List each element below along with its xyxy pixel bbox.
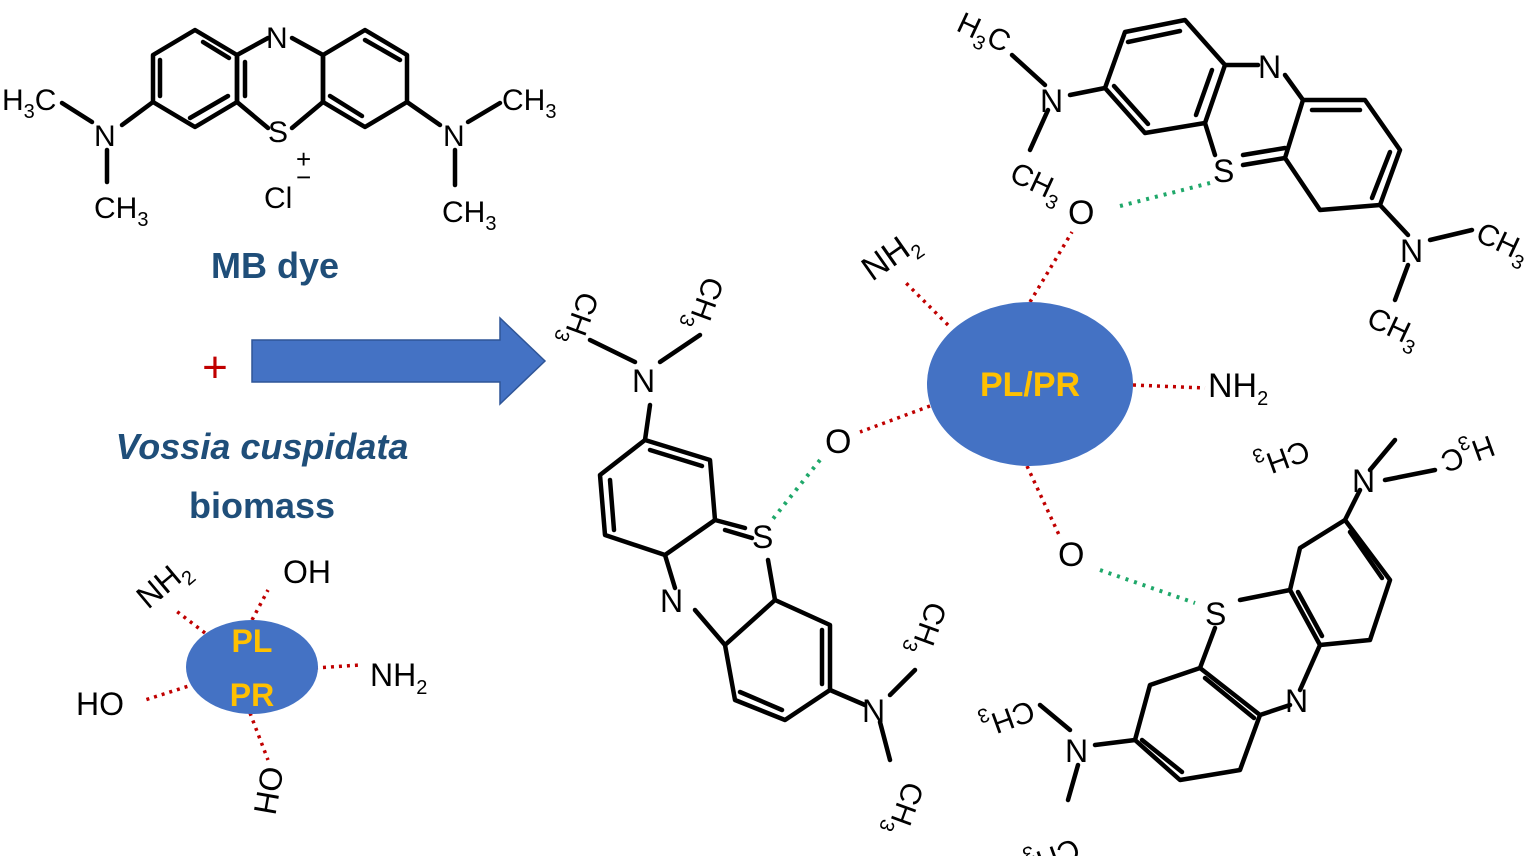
dye-left-methyl-bottom: CH3	[94, 192, 148, 231]
top-dye-methyl-2: CH3	[1003, 156, 1069, 214]
bot-dye-methyl-3: CH3	[974, 688, 1039, 743]
product-nh2-right: NH2	[1208, 367, 1268, 410]
bot-dye-methyl-1: CH3	[1249, 428, 1314, 483]
biomass-oh-top: OH	[283, 554, 331, 590]
biomass-core	[186, 620, 318, 714]
mid-dye-ring-n: N	[660, 583, 683, 619]
dye-charge: +	[296, 144, 311, 174]
biomass-nh2-right: NH2	[370, 657, 427, 699]
biomass-caption: biomass	[189, 485, 335, 526]
dye-right-methyl-bottom: CH3	[442, 196, 496, 235]
adsorbed-dye-middle: S N N N CH3 CH3 CH3 CH3	[549, 271, 952, 841]
dye-right-amine-n: N	[443, 120, 465, 153]
species-caption: Vossia cuspidata	[116, 426, 409, 467]
product-particle: PL/PR NH2 NH2 O O O	[770, 181, 1268, 605]
biomass-ho-left: HO	[76, 686, 124, 722]
biomass-nh2-top: NH2	[129, 551, 200, 620]
bot-dye-methyl-4: CH3	[1019, 826, 1084, 856]
mid-dye-methyl-1: CH3	[549, 286, 604, 351]
top-dye-amine-n-right: N	[1400, 233, 1423, 269]
biomass-core-line2: PR	[230, 677, 274, 713]
dye-right-methyl-top: CH3	[502, 84, 556, 123]
top-dye-methyl-1: H3C	[950, 6, 1016, 64]
product-oxygen-top: O	[1068, 194, 1094, 232]
top-dye-amine-n-left: N	[1040, 83, 1063, 119]
mid-dye-amine-n-top: N	[632, 363, 655, 399]
mb-dye-structure: N S + Cl − N H3C CH3 N CH3 CH3	[2, 22, 556, 235]
biomass-oh-bottom: OH	[247, 764, 291, 818]
mid-dye-methyl-4: CH3	[874, 776, 929, 841]
reaction-arrow	[251, 316, 547, 406]
product-core-label: PL/PR	[980, 366, 1080, 404]
dye-counter-ion: Cl	[264, 182, 292, 215]
bot-dye-ring-s: S	[1205, 596, 1226, 632]
top-dye-ring-n: N	[1258, 49, 1281, 85]
bot-dye-methyl-2: H3C	[1434, 423, 1499, 478]
biomass-particle: PL PR NH2 OH NH2 HO OH	[76, 551, 427, 818]
bot-dye-ring-n: N	[1285, 683, 1308, 719]
biomass-core-line1: PL	[232, 623, 273, 659]
dye-counter-charge: −	[296, 162, 311, 192]
mid-dye-methyl-2: CH3	[674, 271, 729, 336]
top-dye-ring-s: S	[1213, 153, 1234, 189]
dye-ring-n: N	[266, 22, 288, 55]
mb-dye-caption: MB dye	[211, 245, 339, 286]
bot-dye-amine-n-top: N	[1352, 463, 1375, 499]
plus-sign: +	[202, 343, 228, 392]
dye-left-amine-n: N	[94, 120, 116, 153]
mid-dye-ring-s: S	[752, 519, 773, 555]
top-dye-methyl-4: CH3	[1360, 301, 1426, 359]
product-oxygen-bottom: O	[1058, 536, 1084, 574]
adsorbed-dye-bottom: S N N N CH3 H3C CH3 CH3	[974, 423, 1499, 856]
bot-dye-amine-n-bottom: N	[1065, 733, 1088, 769]
dye-left-methyl-top: H3C	[2, 84, 56, 123]
product-core	[927, 302, 1133, 466]
mid-dye-methyl-3: CH3	[897, 596, 952, 661]
product-nh2-left: NH2	[855, 223, 929, 293]
product-oxygen-left: O	[825, 423, 851, 461]
dye-ring-s: S	[268, 116, 288, 149]
top-dye-methyl-3: CH3	[1469, 216, 1534, 274]
mid-dye-amine-n-bottom: N	[862, 693, 885, 729]
